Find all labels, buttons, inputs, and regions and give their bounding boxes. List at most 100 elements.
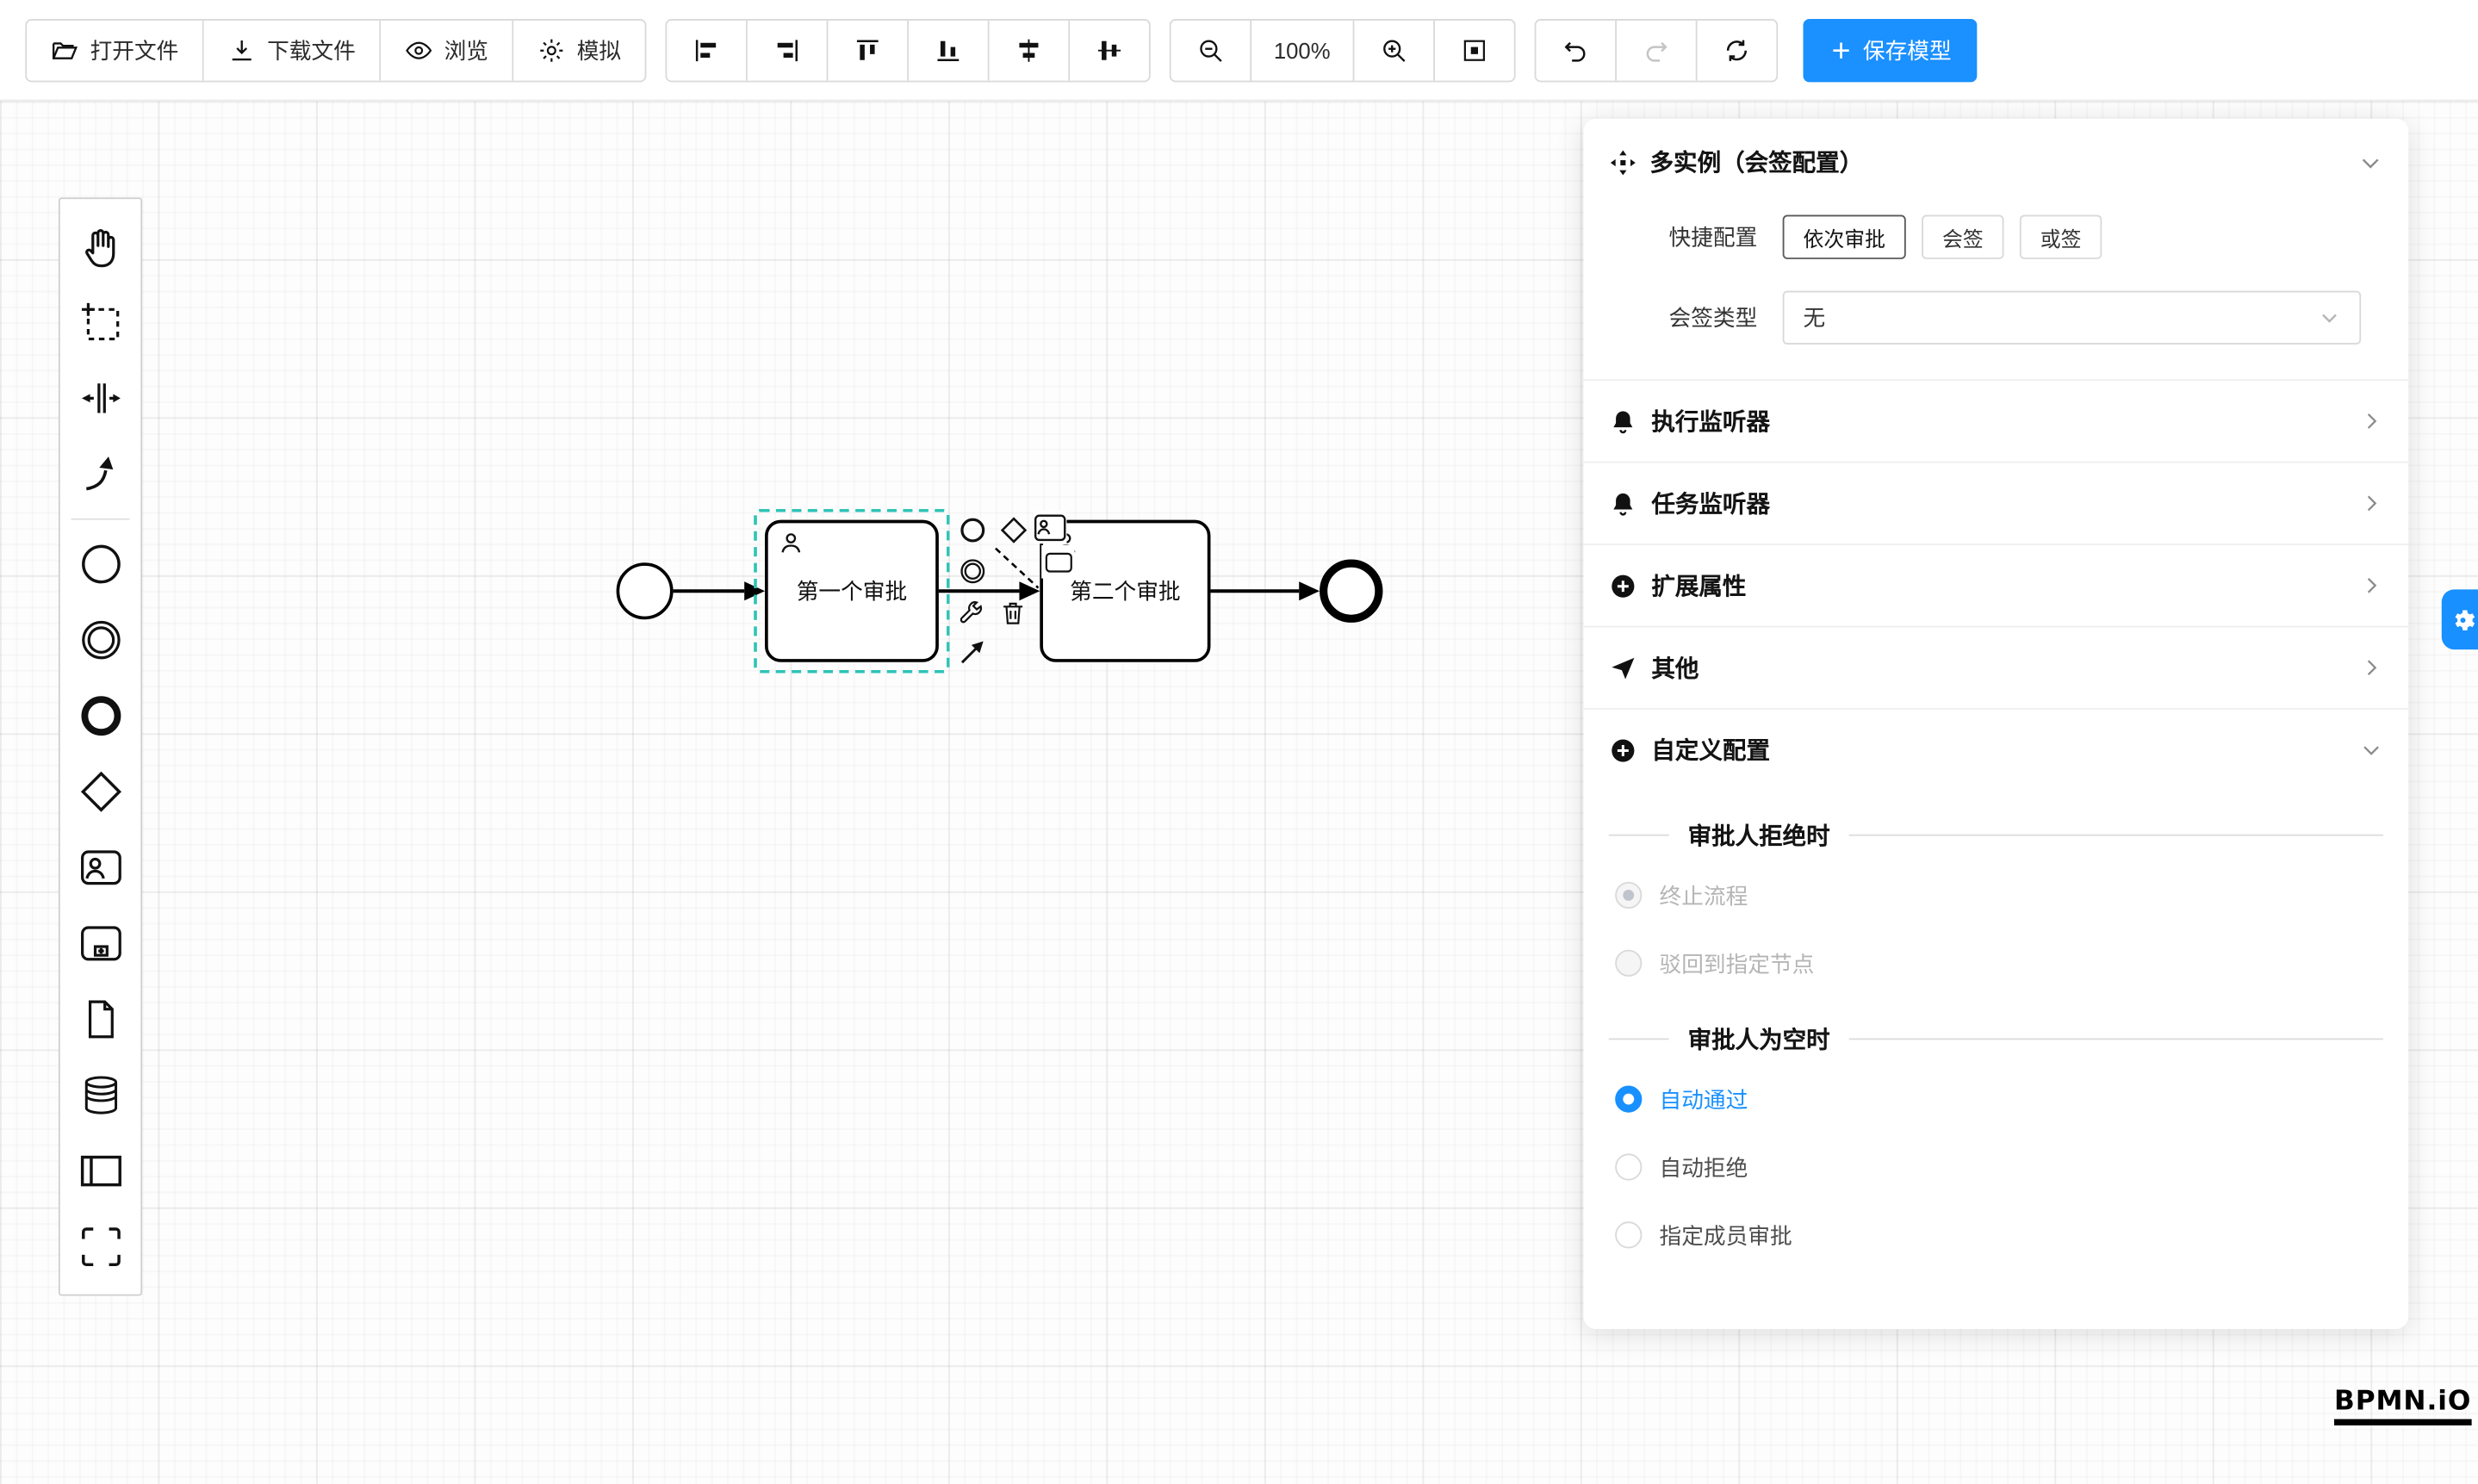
chevron-right-icon	[2359, 655, 2383, 680]
simulate-button[interactable]: 模拟	[513, 19, 645, 80]
start-event[interactable]	[616, 562, 674, 620]
create-gateway[interactable]	[60, 754, 141, 829]
align-right-button[interactable]	[747, 19, 829, 80]
panel-header-multi-instance[interactable]: 多实例（会签配置）	[1583, 119, 2408, 200]
undo-icon	[1561, 35, 1589, 64]
zoom-level: 100%	[1251, 19, 1355, 80]
radio-auto-reject[interactable]: 自动拒绝	[1609, 1133, 2383, 1201]
append-task-icon[interactable]	[1041, 545, 1075, 579]
eye-icon	[405, 35, 433, 64]
quick-option-countersign[interactable]: 会签	[1922, 214, 2004, 259]
create-data-object[interactable]	[60, 981, 141, 1057]
plus-circle-icon	[1609, 571, 1637, 599]
radio-circle	[1615, 1085, 1643, 1113]
folder-open-icon	[51, 35, 79, 64]
section-extended-properties[interactable]: 扩展属性	[1583, 543, 2409, 625]
radio-auto-pass[interactable]: 自动通过	[1609, 1065, 2383, 1133]
align-top-button[interactable]	[828, 19, 910, 80]
create-data-store[interactable]	[60, 1057, 141, 1133]
task-first-approval[interactable]: 第一个审批	[765, 519, 939, 662]
fit-viewport-button[interactable]	[1434, 19, 1514, 80]
section-custom-config[interactable]: 自定义配置	[1583, 707, 2409, 790]
custom-config-body: 审批人拒绝时 终止流程 驳回到指定节点 审批人为空时	[1583, 790, 2408, 1269]
align-center-vertical-icon	[1096, 35, 1124, 64]
refresh-button[interactable]	[1697, 19, 1776, 80]
quick-option-orsign[interactable]: 或签	[2019, 214, 2102, 259]
palette	[58, 197, 143, 1296]
toolbar: 打开文件 下载文件 浏览 模拟	[0, 0, 2478, 102]
task-label: 第一个审批	[796, 578, 908, 604]
radio-terminate-process[interactable]: 终止流程	[1609, 861, 2383, 929]
align-top-icon	[854, 35, 882, 64]
align-bottom-button[interactable]	[909, 19, 990, 80]
chevron-right-icon	[2359, 409, 2383, 433]
bell-icon	[1609, 407, 1637, 435]
download-file-label: 下载文件	[267, 37, 356, 63]
create-start-event[interactable]	[60, 526, 141, 602]
user-task-icon	[778, 530, 804, 556]
connect-arrow-icon[interactable]	[956, 636, 990, 669]
align-center-vertical-button[interactable]	[1070, 19, 1149, 80]
chevron-down-icon	[2359, 738, 2383, 762]
bell-icon	[1609, 489, 1637, 518]
multi-instance-icon	[1609, 148, 1637, 177]
radio-specified-member[interactable]: 指定成员审批	[1609, 1201, 2383, 1269]
file-button-group: 打开文件 下载文件 浏览 模拟	[25, 18, 647, 82]
quick-option-sequential[interactable]: 依次审批	[1782, 214, 1906, 259]
delete-trash-icon[interactable]	[996, 596, 1029, 630]
create-participant[interactable]	[60, 1133, 141, 1209]
download-icon	[227, 35, 256, 64]
section-task-listener[interactable]: 任务监听器	[1583, 461, 2409, 543]
space-tool[interactable]	[60, 360, 141, 436]
sign-type-select[interactable]: 无	[1782, 290, 2362, 345]
create-group[interactable]	[60, 1209, 141, 1285]
append-gateway-icon[interactable]	[997, 513, 1031, 547]
quick-config-row: 快捷配置 依次审批 会签 或签	[1609, 214, 2383, 259]
fit-viewport-icon	[1460, 35, 1488, 64]
simulate-gear-icon	[537, 35, 566, 64]
zoom-out-icon	[1196, 35, 1225, 64]
end-event[interactable]	[1320, 559, 1383, 623]
global-connect-tool[interactable]	[60, 436, 141, 512]
create-intermediate-event[interactable]	[60, 602, 141, 678]
chevron-right-icon	[2359, 492, 2383, 516]
redo-button[interactable]	[1616, 19, 1698, 80]
preview-button[interactable]: 浏览	[381, 19, 514, 80]
section-other[interactable]: 其他	[1583, 625, 2409, 708]
change-type-wrench-icon[interactable]	[953, 596, 986, 630]
radio-reject-to-node[interactable]: 驳回到指定节点	[1609, 929, 2383, 997]
align-button-group	[665, 18, 1151, 82]
sign-type-value: 无	[1803, 305, 1826, 331]
preview-label: 浏览	[444, 37, 488, 63]
send-icon	[1609, 654, 1637, 682]
open-file-button[interactable]: 打开文件	[27, 19, 204, 80]
align-center-horizontal-button[interactable]	[989, 19, 1071, 80]
append-end-event-icon[interactable]	[956, 513, 990, 547]
lasso-tool[interactable]	[60, 284, 141, 360]
append-intermediate-event-icon[interactable]	[956, 555, 990, 588]
create-end-event[interactable]	[60, 678, 141, 754]
sign-type-label: 会签类型	[1668, 305, 1758, 331]
align-right-icon	[773, 35, 801, 64]
zoom-out-button[interactable]	[1171, 19, 1252, 80]
align-left-button[interactable]	[667, 19, 748, 80]
diagram-canvas[interactable]: 第一个审批 第二个审批	[0, 101, 2478, 1484]
hand-tool[interactable]	[60, 208, 141, 284]
create-user-task[interactable]	[60, 829, 141, 905]
download-file-button[interactable]: 下载文件	[203, 19, 382, 80]
chevron-right-icon	[2359, 574, 2383, 598]
chevron-down-icon	[2319, 307, 2341, 329]
section-execution-listener[interactable]: 执行监听器	[1583, 379, 2409, 461]
reject-group-title: 审批人拒绝时	[1608, 818, 2383, 852]
panel-toggle-tab[interactable]	[2441, 589, 2478, 650]
radio-circle	[1615, 1221, 1643, 1249]
append-user-task-icon[interactable]	[1033, 510, 1067, 544]
simulate-label: 模拟	[576, 37, 622, 63]
save-model-button[interactable]: 保存模型	[1803, 18, 1977, 82]
chevron-down-icon	[2358, 149, 2383, 174]
gear-icon	[2450, 606, 2476, 633]
undo-button[interactable]	[1536, 19, 1617, 80]
create-subprocess[interactable]	[60, 905, 141, 981]
zoom-in-button[interactable]	[1354, 19, 1435, 80]
